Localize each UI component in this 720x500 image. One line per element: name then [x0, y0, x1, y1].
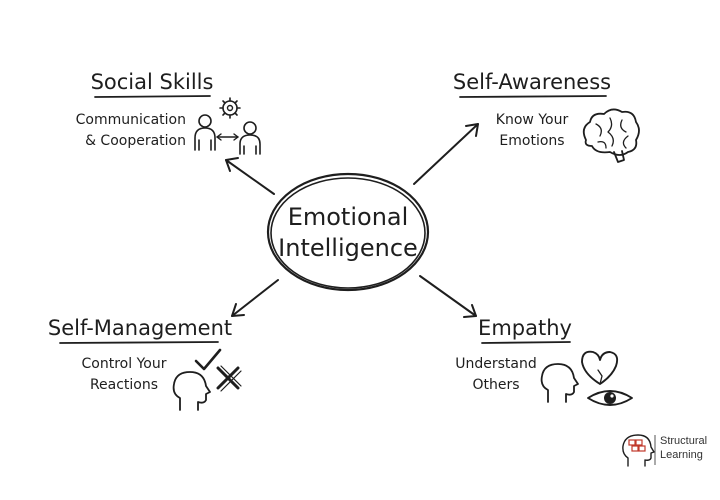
brand-line1: Structural [660, 435, 708, 447]
arrow-to-self-management [231, 279, 279, 317]
eye-icon [587, 390, 633, 406]
branch-empathy: Empathy Understand Others [455, 316, 633, 406]
brand-line2: Learning [660, 449, 703, 461]
center-node: Emotional Intelligence [266, 172, 430, 292]
people-gear-icon [194, 97, 261, 155]
brand-name: Structural Learning [660, 434, 707, 462]
social-skills-line1: Communication [76, 112, 186, 128]
self-awareness-title: Self-Awareness [453, 70, 611, 94]
social-skills-title: Social Skills [91, 70, 214, 94]
arrow-to-empathy [419, 275, 477, 318]
head-icon-empathy [540, 363, 579, 403]
self-management-line2: Reactions [90, 377, 158, 393]
branch-social-skills: Social Skills Communication & Cooperatio… [76, 70, 261, 155]
head-icon [172, 371, 211, 411]
brand-logo: Structural Learning [620, 432, 710, 472]
arrow-to-self-awareness [413, 123, 479, 185]
connector-arrows [225, 123, 479, 318]
check-cross-icon [194, 348, 242, 392]
self-awareness-line2: Emotions [499, 133, 564, 149]
arrow-to-social-skills [225, 157, 275, 195]
empathy-line2: Others [472, 377, 519, 393]
brand-logo-icon [622, 434, 656, 467]
center-title-line2: Intelligence [278, 234, 418, 262]
self-awareness-line1: Know Your [496, 112, 569, 128]
empathy-title: Empathy [478, 316, 572, 340]
center-title-line1: Emotional [288, 203, 409, 231]
self-management-title: Self-Management [48, 316, 232, 340]
empathy-line1: Understand [455, 356, 537, 372]
social-skills-line2: & Cooperation [85, 133, 186, 149]
branch-self-management: Self-Management Control Your Reactions [48, 316, 242, 411]
branch-self-awareness: Self-Awareness Know Your Emotions [453, 70, 640, 163]
brain-icon [582, 108, 640, 163]
heart-icon [581, 350, 619, 385]
self-management-line1: Control Your [82, 356, 167, 372]
